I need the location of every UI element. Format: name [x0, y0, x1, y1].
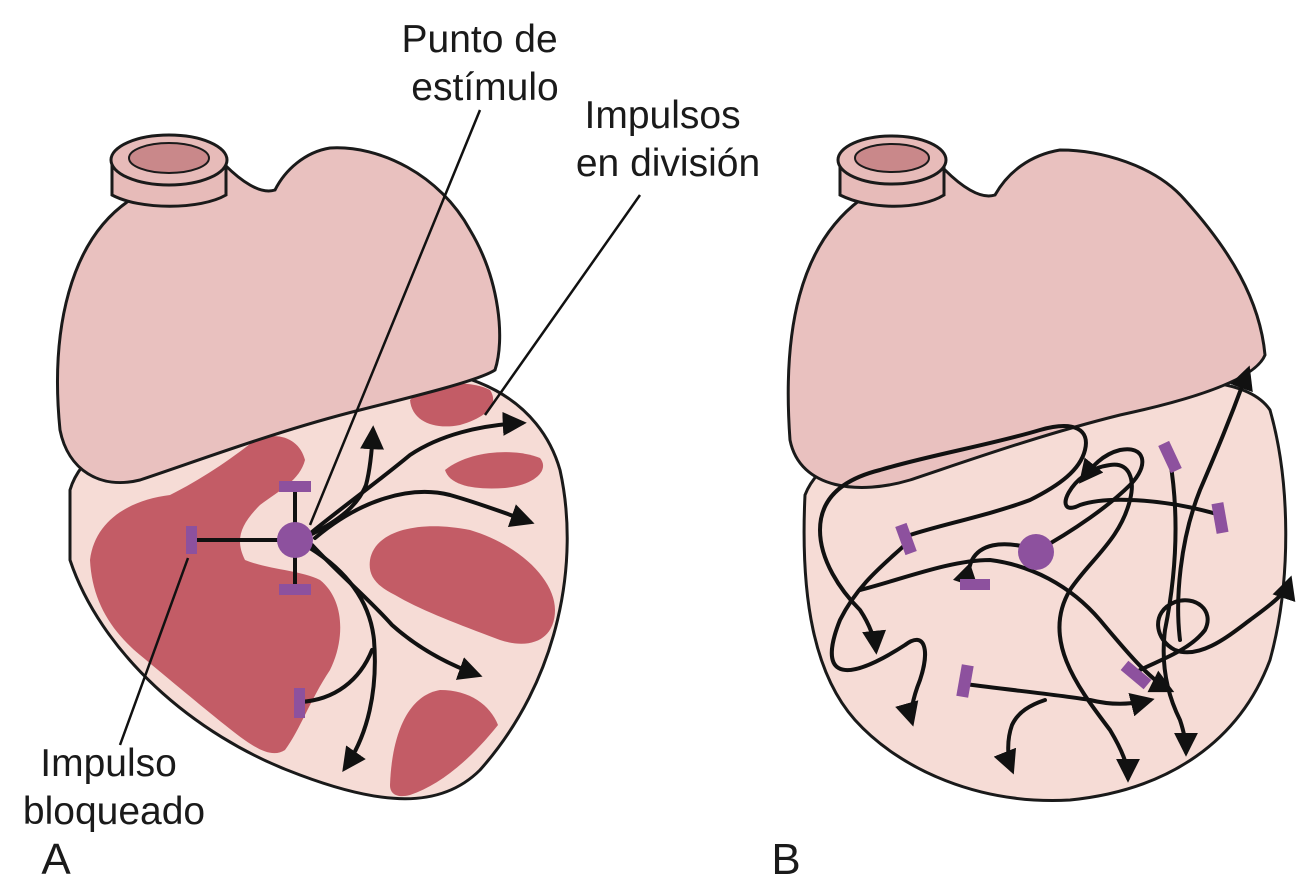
- panel-label-b: B: [771, 835, 800, 883]
- dot-origin-icon: [1018, 534, 1054, 570]
- bar-block-icon: [279, 584, 311, 595]
- panel-a: Punto de estímulo Impulsos en división I…: [23, 18, 760, 883]
- label-stimulus-point: Punto de estímulo: [402, 18, 569, 109]
- aorta-lumen-a: [129, 143, 209, 173]
- dot-origin-icon: [277, 522, 313, 558]
- aorta-b: [838, 136, 946, 206]
- bar-block-icon: [294, 688, 305, 718]
- aorta-lumen-b: [855, 144, 929, 172]
- leader-dividing: [485, 195, 640, 415]
- bar-block-icon: [186, 526, 197, 554]
- aorta-a: [111, 135, 227, 206]
- panel-b: B: [771, 136, 1290, 883]
- bar-block-icon: [279, 481, 311, 492]
- label-dividing-impulses: Impulsos en división: [576, 94, 760, 185]
- bar-block-icon: [960, 579, 990, 590]
- label-blocked-impulse: Impulso bloqueado: [23, 742, 205, 833]
- panel-label-a: A: [41, 835, 71, 883]
